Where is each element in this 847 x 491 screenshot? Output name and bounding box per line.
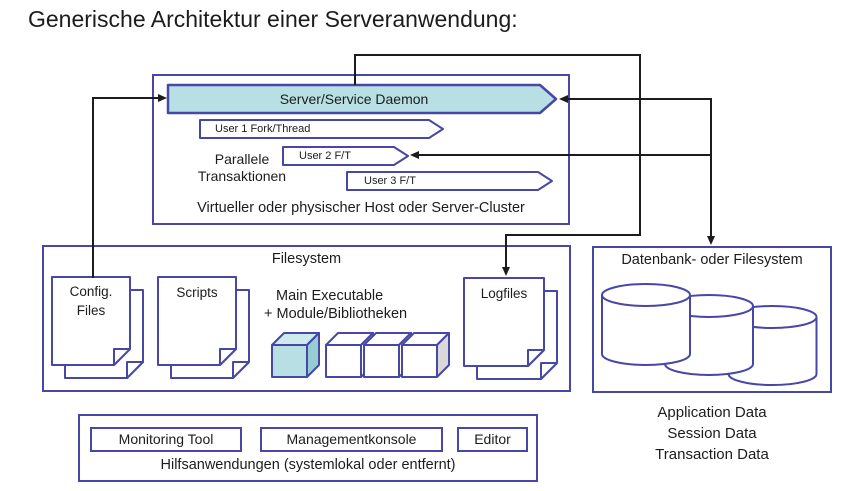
host-caption: Virtueller oder physischer Host oder Ser… xyxy=(197,200,525,216)
database-caption-line3: Transaction Data xyxy=(655,446,769,463)
module-cube-icon xyxy=(401,332,450,378)
user2-pentagon-shape xyxy=(282,146,409,166)
user1-pentagon-shape xyxy=(199,119,444,139)
user3-label: User 3 F/T xyxy=(364,175,416,187)
main-executable-label-line1: Main Executable xyxy=(276,288,384,304)
user3-pentagon-shape xyxy=(346,171,553,191)
scripts-document-icon xyxy=(157,276,250,379)
user2-label: User 2 F/T xyxy=(299,150,351,162)
main-executable-label-line2: + Module/Bibliotheken xyxy=(264,306,408,322)
connector-config-to-daemon xyxy=(92,94,167,278)
management-console-label: Managementkonsole xyxy=(286,431,417,447)
management-console-box xyxy=(260,427,443,452)
config-files-document-icon xyxy=(51,276,144,379)
scripts-label: Scripts xyxy=(176,285,218,300)
database-caption: Application Data Session Data Transactio… xyxy=(592,402,832,465)
database-cylinder-icon xyxy=(601,283,691,366)
config-line2: Files xyxy=(76,303,106,318)
config-line1: Config. xyxy=(69,284,113,299)
editor-box xyxy=(457,427,528,452)
monitoring-tool-label: Monitoring Tool xyxy=(118,431,214,447)
parallel-line1: Parallele xyxy=(214,151,270,167)
daemon-pentagon-shape xyxy=(166,83,558,115)
filesystem-title: Filesystem xyxy=(271,251,342,267)
editor-label: Editor xyxy=(474,431,511,447)
logfiles-label: Logfiles xyxy=(480,286,528,301)
parallel-line2: Transaktionen xyxy=(197,167,287,184)
logfiles-document-icon xyxy=(463,277,558,380)
database-title: Datenbank- oder Filesystem xyxy=(621,252,803,268)
database-caption-line2: Session Data xyxy=(667,425,757,442)
page-title: Generische Architektur einer Serveranwen… xyxy=(28,6,518,32)
monitoring-tool-box xyxy=(90,427,242,452)
connector-daemon-database xyxy=(559,95,715,245)
daemon-label: Server/Service Daemon xyxy=(279,91,429,107)
parallel-transactions-label: Parallele Transaktionen xyxy=(180,151,304,184)
main-executable-cube-icon xyxy=(271,332,320,378)
tools-caption: Hilfsanwendungen (systemlokal oder entfe… xyxy=(160,457,456,473)
connector-database-to-user2 xyxy=(410,151,711,159)
user1-label: User 1 Fork/Thread xyxy=(215,123,311,135)
database-caption-line1: Application Data xyxy=(657,404,767,421)
config-files-label: Config. Files xyxy=(52,282,130,320)
connector-daemon-to-logfiles xyxy=(354,54,641,276)
